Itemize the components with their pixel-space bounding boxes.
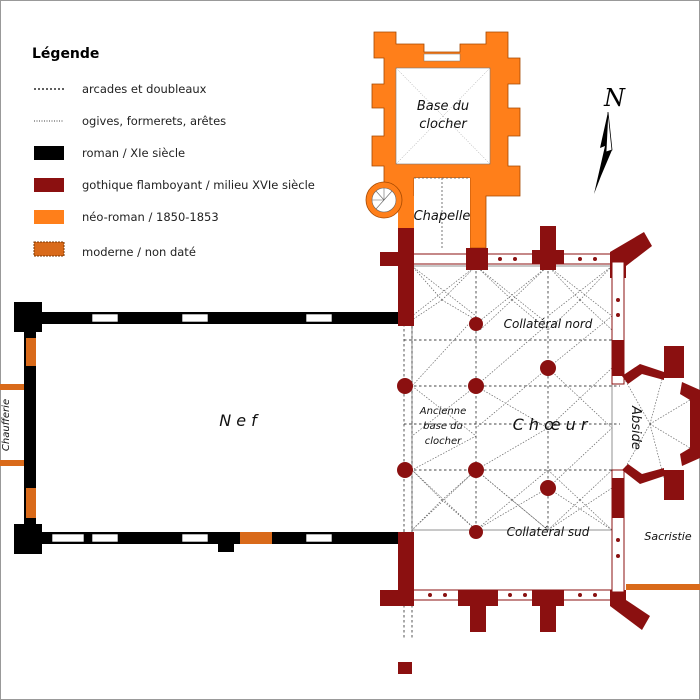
label-base-clocher-2: clocher — [419, 117, 468, 132]
legend-swatch-moderne — [33, 241, 65, 257]
label-collateral-sud: Collatéral sud — [507, 525, 590, 539]
modern-insert — [26, 488, 36, 518]
legend-label-neo-roman: néo-roman / 1850-1853 — [82, 210, 219, 224]
label-choeur: C h œ u r — [513, 415, 589, 434]
label-nef: N e f — [219, 411, 259, 430]
legend-swatch-neo-roman — [34, 210, 64, 224]
room-labels: Base du clocher Chapelle N e f Chaufferi… — [1, 99, 692, 543]
label-ancienne-base-2: base du — [423, 421, 463, 432]
gothic-windows — [428, 257, 620, 597]
legend-title: Légende — [32, 46, 99, 62]
north-letter: N — [603, 84, 626, 112]
sacristie-walls — [626, 584, 700, 590]
label-collateral-nord: Collatéral nord — [504, 317, 593, 331]
legend-label-roman: roman / XIe siècle — [82, 146, 185, 160]
north-arrow-icon: N — [594, 84, 626, 194]
legend-label-moderne: moderne / non daté — [82, 245, 196, 259]
label-ancienne-base-1: Ancienne — [419, 406, 466, 417]
nave-walls — [0, 302, 404, 554]
legend-label-ogives: ogives, formerets, arêtes — [82, 114, 226, 128]
legend: Légende arcades et doubleaux ogives, for… — [32, 46, 315, 259]
label-chapelle: Chapelle — [414, 209, 471, 224]
legend-label-gothique: gothique flamboyant / milieu XVIe siècle — [82, 178, 315, 192]
bell-tower — [365, 31, 521, 249]
legend-swatch-gothique — [34, 178, 64, 192]
legend-swatch-roman — [34, 146, 64, 160]
label-abside: Abside — [628, 405, 643, 450]
label-ancienne-base-3: clocher — [425, 436, 462, 447]
gothic-walls — [380, 226, 700, 674]
modern-insert — [240, 532, 272, 544]
legend-label-arcades: arcades et doubleaux — [82, 82, 207, 96]
label-base-clocher-1: Base du — [417, 99, 469, 114]
modern-insert — [26, 338, 36, 366]
label-sacristie: Sacristie — [644, 530, 691, 543]
label-chaufferie: Chaufferie — [1, 399, 12, 451]
